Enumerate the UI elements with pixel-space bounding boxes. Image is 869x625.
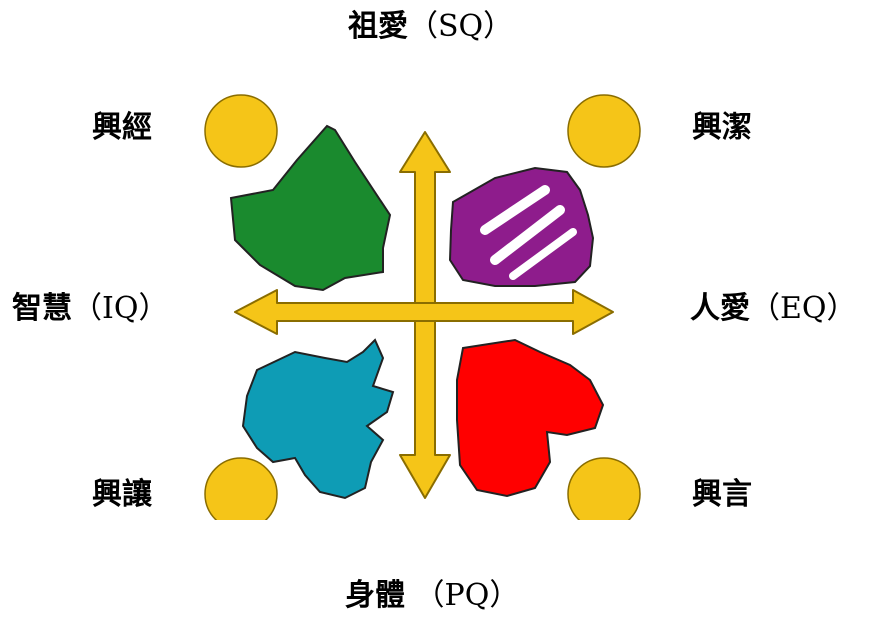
label-iq-chinese: 智慧 [12,291,72,326]
label-eq: 人愛（EQ） [690,294,857,324]
label-pq-chinese: 身體 [345,578,405,613]
green-shape [229,124,392,292]
corner-circle-top-left [204,94,278,168]
corner-label-top-right: 興潔 [692,110,752,145]
label-pq-code: （PQ） [414,578,520,613]
label-sq-code: （SQ） [408,9,514,44]
purple-shape-slit-3 [509,228,577,280]
label-pq: 身體 （PQ） [345,581,519,611]
label-eq-code: （EQ） [750,291,857,326]
red-heart-shape [456,338,605,498]
quadrant-diagram [204,94,641,520]
corner-circle-bottom-left [204,457,278,520]
label-eq-chinese: 人愛 [690,291,750,326]
cross-arrows [234,131,614,499]
horizontal-arrow [234,289,614,335]
corner-circle-bottom-right [567,457,641,520]
corner-circle-top-right [567,94,641,168]
label-sq: 祖愛（SQ） [348,12,513,42]
label-iq-code: （IQ） [72,291,169,326]
purple-shape-slit-2 [490,205,565,265]
corner-label-top-left: 興經 [92,110,152,145]
corner-label-bottom-right: 興言 [692,477,752,512]
purple-shape-slit-1 [480,185,550,235]
label-sq-chinese: 祖愛 [348,9,408,44]
purple-shape [448,166,595,287]
label-iq: 智慧（IQ） [12,294,168,324]
teal-shape [241,338,395,500]
corner-label-bottom-left: 興讓 [92,477,152,512]
